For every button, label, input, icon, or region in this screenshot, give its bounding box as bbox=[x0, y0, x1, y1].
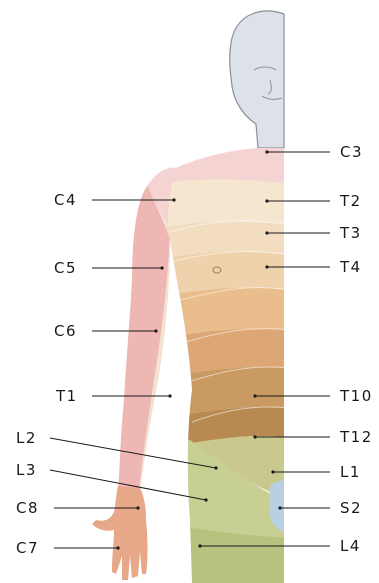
label-c7: C7 bbox=[16, 539, 39, 557]
label-s2: S2 bbox=[340, 499, 362, 517]
label-l1: L1 bbox=[340, 463, 361, 481]
label-c4: C4 bbox=[54, 191, 77, 209]
label-l3: L3 bbox=[16, 461, 37, 479]
label-c5: C5 bbox=[54, 259, 77, 277]
label-t3: T3 bbox=[339, 224, 362, 242]
label-l4: L4 bbox=[340, 537, 361, 555]
label-t12: T12 bbox=[339, 428, 373, 446]
label-t1: T1 bbox=[55, 387, 78, 405]
hand bbox=[92, 486, 148, 580]
label-c6: C6 bbox=[54, 322, 77, 340]
label-t4: T4 bbox=[339, 258, 362, 276]
head bbox=[230, 11, 284, 148]
label-t2: T2 bbox=[339, 192, 362, 210]
label-t10: T10 bbox=[339, 387, 373, 405]
label-c3: C3 bbox=[340, 143, 363, 161]
label-l2: L2 bbox=[16, 429, 37, 447]
label-c8: C8 bbox=[16, 499, 39, 517]
